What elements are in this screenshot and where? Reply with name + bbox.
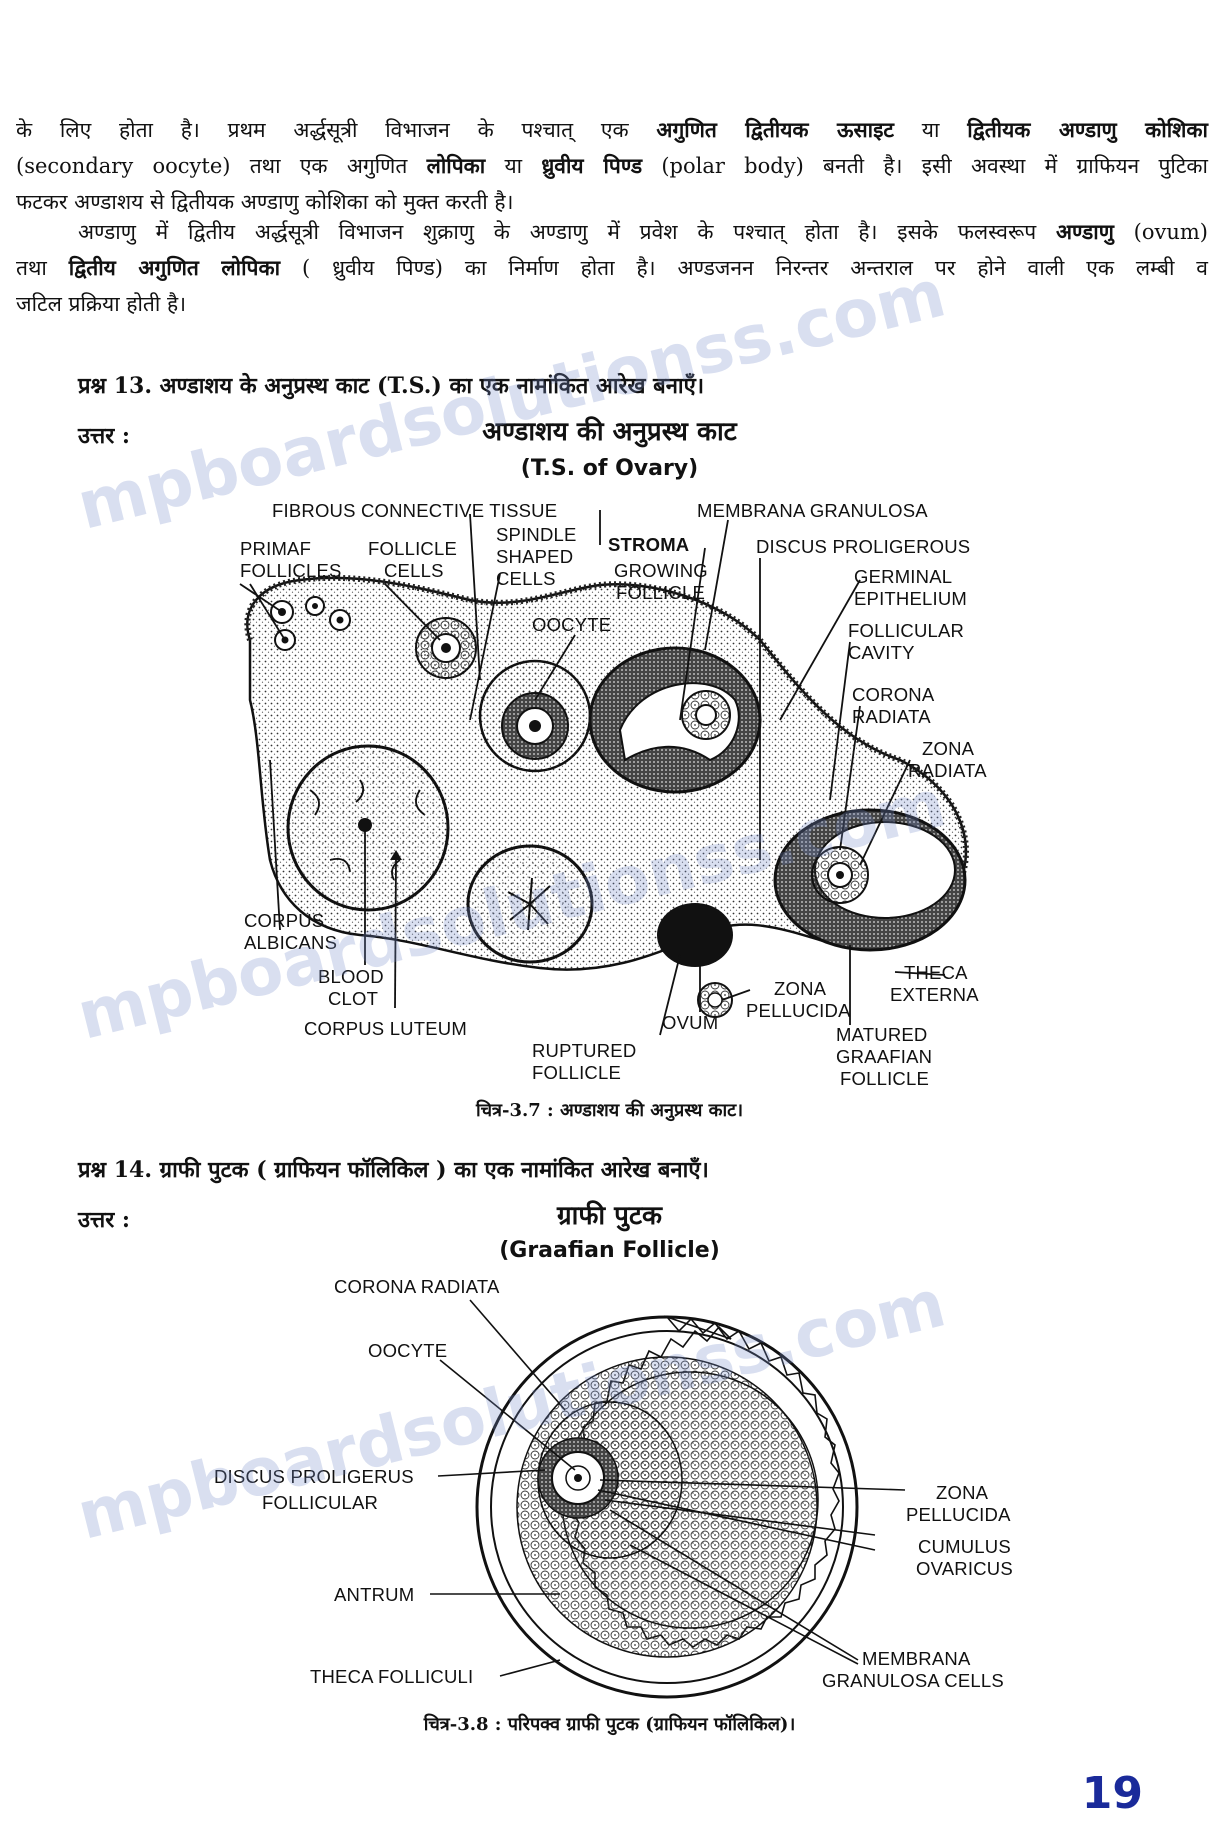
label-f2-follicular: FOLLICULAR (262, 1492, 379, 1513)
graafian-follicle (475, 1315, 859, 1699)
text: तथा (16, 256, 69, 280)
label-f2-membrana: MEMBRANA (862, 1648, 971, 1669)
label-discus-proligerous: DISCUS PROLIGEROUS (756, 536, 971, 557)
text: जटिल प्रक्रिया होती है। (16, 292, 187, 316)
bold-term: द्वितीय अगुणित लोपिका (68, 255, 281, 280)
text: फटकर अण्डाशय से द्वितीयक अण्डाणु कोशिका … (16, 190, 514, 214)
label-f2-antrum: ANTRUM (334, 1584, 415, 1605)
corpus-albicans (286, 744, 450, 912)
label-ruptured-follicle: RUPTURED (532, 1040, 637, 1061)
label-primary-follicles: PRIMAF (240, 538, 312, 559)
figure1-caption: चित्र-3.7 : अण्डाशय की अनुप्रस्थ काट। (475, 1100, 744, 1121)
figure1-leader-lines (239, 510, 946, 1036)
label-ovum: OVUM (662, 1012, 719, 1033)
label-ruptured-follicle-2: FOLLICLE (532, 1062, 621, 1083)
label-follicle-cells: FOLLICLE (368, 538, 457, 559)
label-f2-theca-folliculi: THECA FOLLICULI (310, 1666, 474, 1687)
answer-label-1: उत्तर : (78, 423, 131, 449)
bold-term: लोपिका (426, 153, 486, 178)
paragraph-1: के लिए होता है। प्रथम अर्द्धसूत्री विभाज… (16, 112, 1208, 220)
label-fibrous-connective-tissue: FIBROUS CONNECTIVE TISSUE (272, 500, 558, 521)
text: या (485, 154, 542, 178)
label-theca-externa: THECA (904, 962, 968, 983)
label-zona-radiata-2: RADIATA (908, 760, 987, 781)
bold-term: अण्डाणु (1056, 219, 1114, 244)
text: या (893, 118, 968, 142)
bold-term: अगुणित द्वितीयक ऊसाइट (656, 117, 894, 142)
label-follicular-cavity: FOLLICULAR (848, 620, 965, 641)
text: अण्डाणु में द्वितीय अर्द्धसूत्री विभाजन … (78, 220, 1056, 244)
label-zona-pellucida: ZONA (774, 978, 827, 999)
label-growing-follicle-2: FOLLICLE (616, 582, 705, 603)
label-follicle-cells-2: CELLS (384, 560, 444, 581)
label-matured-graafian-follicle-2: GRAAFIAN (836, 1046, 933, 1067)
label-f2-zona-pellucida: ZONA (936, 1482, 989, 1503)
label-f2-corona-radiata: CORONA RADIATA (334, 1276, 500, 1297)
label-growing-follicle: GROWING (614, 560, 708, 581)
figure2-title-hindi: ग्राफी पुटक (556, 1201, 663, 1231)
label-f2-cumulus-ovaricus: CUMULUS (918, 1536, 1011, 1557)
label-spindle-shaped-cells: SPINDLE (496, 524, 577, 545)
label-primary-follicles-2: FOLLICLES (240, 560, 342, 581)
growing-follicle-2 (588, 646, 762, 794)
label-matured-graafian-follicle-3: FOLLICLE (840, 1068, 929, 1089)
label-corona-radiata: CORONA (852, 684, 935, 705)
label-stroma: STROMA (608, 534, 690, 555)
label-f2-granulosa-cells: GRANULOSA CELLS (822, 1670, 1004, 1691)
label-zona-pellucida-2: PELLUCIDA (746, 1000, 851, 1021)
label-blood-clot: BLOOD (318, 966, 384, 987)
text: के लिए होता है। प्रथम अर्द्धसूत्री विभाज… (16, 118, 657, 142)
question-13: प्रश्न 13. अण्डाशय के अनुप्रस्थ काट (T.S… (78, 373, 705, 399)
text: ( ध्रुवीय पिण्ड) का निर्माण होता है। अण्… (280, 256, 1208, 280)
growing-follicle-1 (478, 659, 592, 773)
figure2-title-english: (Graafian Follicle) (499, 1238, 720, 1263)
label-corpus-albicans-2: ALBICANS (244, 932, 338, 953)
figure2-leader-lines (430, 1299, 906, 1677)
label-corpus-albicans: CORPUS (244, 910, 325, 931)
answer-label-2: उत्तर : (78, 1207, 131, 1233)
corpus-luteum (466, 844, 594, 964)
question-14: प्रश्न 14. ग्राफी पुटक ( ग्राफियन फॉलिकि… (78, 1157, 709, 1183)
figure2-caption: चित्र-3.8 : परिपक्व ग्राफी पुटक (ग्राफिय… (423, 1714, 796, 1735)
label-f2-oocyte: OOCYTE (368, 1340, 448, 1361)
label-membrana-granulosa: MEMBRANA GRANULOSA (697, 500, 928, 521)
label-corona-radiata-2: RADIATA (852, 706, 931, 727)
small-follicle (415, 617, 477, 679)
bold-term: द्वितीयक अण्डाणु कोशिका (967, 117, 1208, 142)
page-number: 19 (1081, 1768, 1143, 1819)
label-blood-clot-2: CLOT (328, 988, 379, 1009)
label-theca-externa-2: EXTERNA (890, 984, 979, 1005)
label-corpus-luteum: CORPUS LUTEUM (304, 1018, 467, 1039)
label-germinal-epithelium-2: EPITHELIUM (854, 588, 968, 609)
label-f2-discus-proligerus: DISCUS PROLIGERUS (214, 1466, 414, 1487)
text: (ovum) (1113, 220, 1208, 244)
label-f2-zona-pellucida-2: PELLUCIDA (906, 1504, 1011, 1525)
label-oocyte: OOCYTE (532, 614, 612, 635)
ruptured-follicle (657, 903, 733, 1018)
label-germinal-epithelium: GERMINAL (854, 566, 953, 587)
label-zona-radiata: ZONA (922, 738, 975, 759)
label-f2-cumulus-ovaricus-2: OVARICUS (916, 1558, 1013, 1579)
label-spindle-shaped-cells-2: SHAPED (496, 546, 574, 567)
text: (polar body) बनती है। इसी अवस्था में ग्र… (642, 154, 1208, 178)
figure1-title-english: (T.S. of Ovary) (520, 456, 699, 481)
text: (secondary oocyte) तथा एक अगुणित (16, 154, 427, 178)
label-matured-graafian-follicle: MATURED (836, 1024, 928, 1045)
bold-term: ध्रुवीय पिण्ड (541, 153, 643, 178)
label-follicular-cavity-2: CAVITY (848, 642, 915, 663)
paragraph-2: अण्डाणु में द्वितीय अर्द्धसूत्री विभाजन … (16, 214, 1208, 322)
label-spindle-shaped-cells-3: CELLS (496, 568, 556, 589)
figure1-title-hindi: अण्डाशय की अनुप्रस्थ काट (482, 417, 737, 447)
